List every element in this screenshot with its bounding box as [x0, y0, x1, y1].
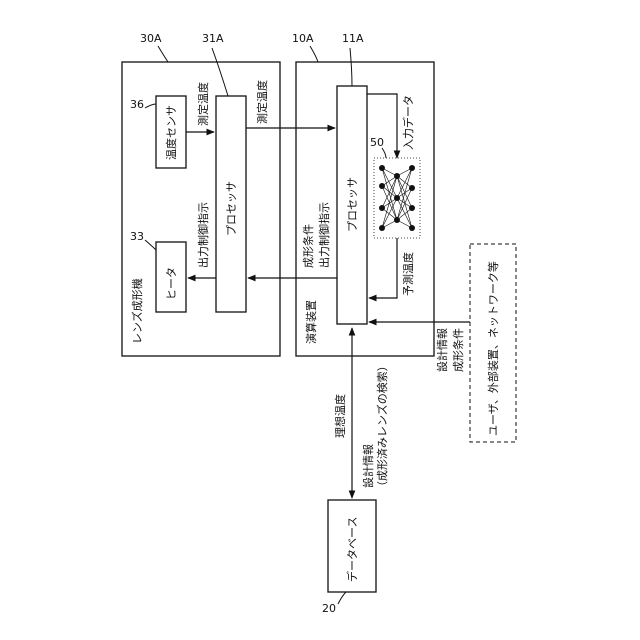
design-info-paren-label: （成形済みレンズの検索） — [375, 360, 389, 492]
external-source-label: ユーザ、外部装置、ネットワーク等 — [486, 261, 500, 436]
measured-temp-internal-label: 測定温度 — [196, 82, 210, 126]
ext-design-info-label: 設計情報 — [435, 328, 449, 372]
ref-30A: 30A — [140, 32, 162, 45]
heater-label: ヒータ — [165, 267, 178, 300]
input-data-label: 入力データ — [401, 95, 415, 150]
ref-20-leader — [338, 592, 346, 604]
machine-output-control-label: 出力制御指示 — [196, 202, 210, 268]
ref-50: 50 — [370, 136, 384, 149]
compute-processor-label: プロセッサ — [346, 177, 359, 232]
lens-molding-machine-label: レンズ成形機 — [130, 278, 144, 344]
predicted-temp-label: 予測温度 — [401, 252, 415, 296]
machine-processor-label: プロセッサ — [225, 181, 238, 236]
temperature-sensor-label: 温度センサ — [164, 105, 178, 160]
ref-20: 20 — [322, 602, 336, 615]
database-label: データベース — [345, 517, 359, 582]
ref-10A: 10A — [292, 32, 314, 45]
compute-device-label: 演算装置 — [304, 300, 318, 344]
ref-10A-leader — [310, 46, 318, 62]
ref-36: 36 — [130, 98, 144, 111]
molding-conditions-label: 成形条件 — [301, 224, 315, 268]
ref-30A-leader — [158, 46, 168, 62]
ext-molding-conditions-label: 成形条件 — [451, 328, 465, 372]
design-info-label: 設計情報 — [361, 444, 375, 488]
ref-31A: 31A — [202, 32, 224, 45]
ref-11A: 11A — [342, 32, 364, 45]
compute-output-control-label: 出力制御指示 — [317, 202, 331, 268]
ideal-temp-label: 理想温度 — [333, 394, 347, 438]
measured-temp-label: 測定温度 — [255, 80, 269, 124]
ref-33: 33 — [130, 230, 144, 243]
